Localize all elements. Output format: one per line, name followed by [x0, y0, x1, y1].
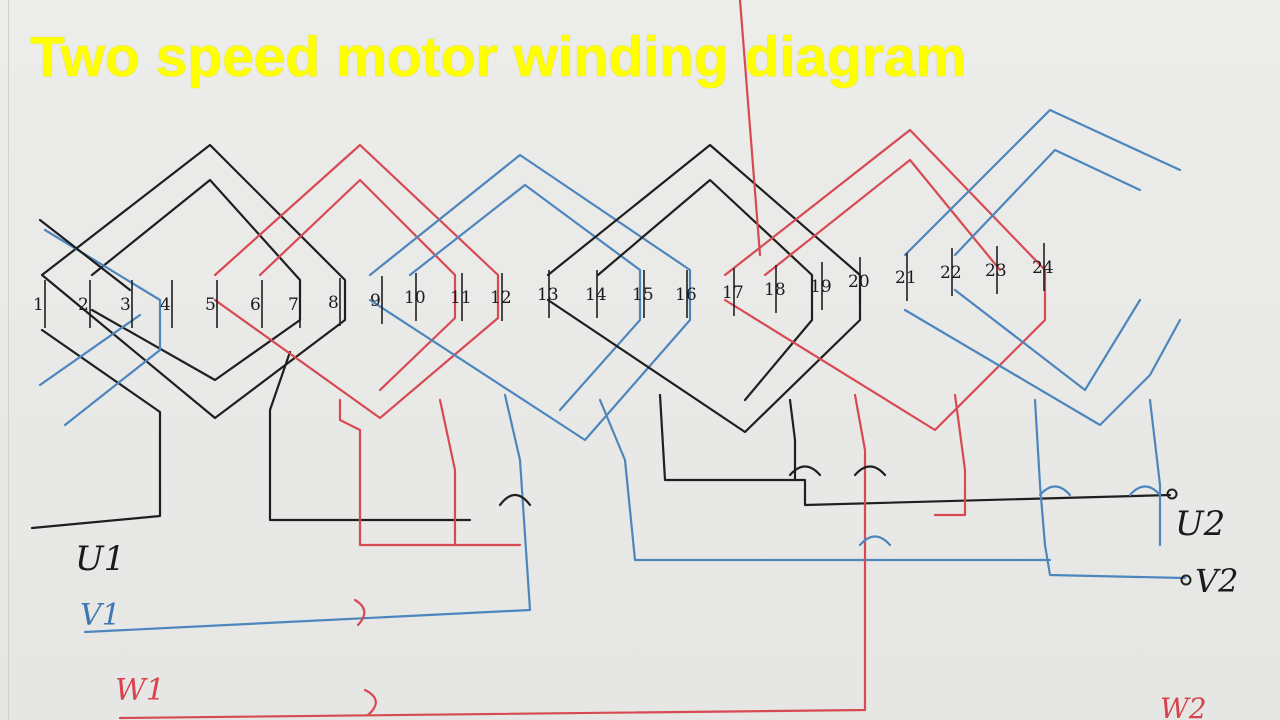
- coil-group-v-1: [83, 153, 1052, 634]
- coil-group-w-2: [118, 0, 1047, 720]
- slot-number-9: 9: [370, 291, 381, 311]
- terminal-label-w2: W2: [1160, 692, 1207, 720]
- slot-number-17: 17: [722, 283, 744, 303]
- terminal-u2-node: [1166, 488, 1178, 500]
- slot-number-13: 13: [537, 285, 559, 305]
- coil-group-w-1: [213, 143, 522, 547]
- slot-number-18: 18: [764, 280, 786, 300]
- slot-number-12: 12: [490, 288, 512, 308]
- page-title: Two speed motor winding diagram: [30, 25, 967, 89]
- terminal-v2-node: [1180, 574, 1192, 586]
- slot-number-24: 24: [1032, 258, 1054, 278]
- terminal-label-v2: V2: [1195, 562, 1238, 600]
- slot-number-5: 5: [205, 295, 216, 315]
- slot-ticks: [44, 243, 1045, 328]
- slot-number-16: 16: [675, 285, 697, 305]
- coil-group-v-2: [903, 108, 1187, 580]
- slot-number-21: 21: [895, 268, 917, 288]
- terminal-label-u1: U1: [75, 539, 125, 579]
- slot-number-10: 10: [404, 288, 426, 308]
- slot-number-2: 2: [78, 295, 89, 315]
- coil-group-u-1: [30, 143, 472, 530]
- crossover-humps: [353, 465, 1162, 717]
- terminal-label-v1: V1: [80, 598, 121, 633]
- paper-edge: [8, 0, 9, 720]
- slot-number-1: 1: [33, 295, 44, 315]
- slot-number-7: 7: [288, 295, 299, 315]
- slot-number-22: 22: [940, 263, 962, 283]
- coil-group-u-2: [546, 143, 1172, 507]
- terminal-label-w1: W1: [115, 673, 165, 708]
- slot-number-8: 8: [328, 293, 339, 313]
- slot-number-14: 14: [585, 285, 607, 305]
- slot-number-6: 6: [250, 295, 261, 315]
- lead-lines-left: [38, 218, 162, 427]
- slot-number-15: 15: [632, 285, 654, 305]
- slot-number-11: 11: [450, 288, 472, 308]
- slot-number-19: 19: [810, 277, 832, 297]
- slot-number-4: 4: [160, 295, 171, 315]
- slot-number-20: 20: [848, 272, 870, 292]
- slot-number-23: 23: [985, 261, 1007, 281]
- slot-number-3: 3: [120, 295, 131, 315]
- terminal-label-u2: U2: [1175, 504, 1225, 544]
- slot-numbers: 1 2 3 4 5 6 7 8 9 10 11 12 13 14 15 16 1…: [33, 258, 1054, 315]
